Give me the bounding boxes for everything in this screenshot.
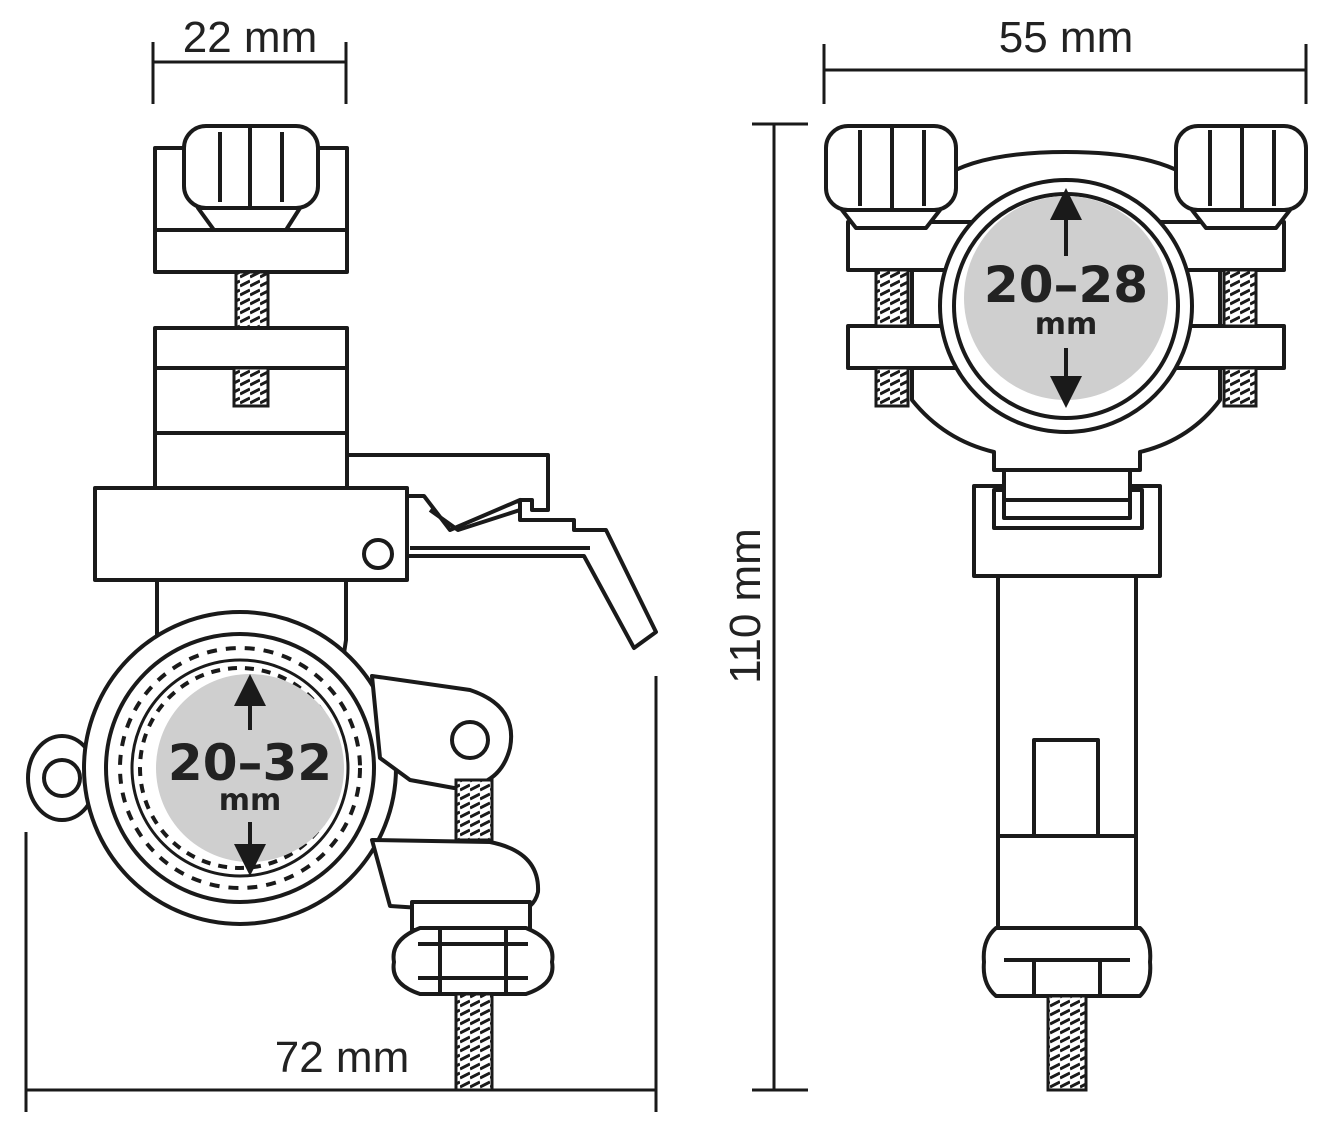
right-right-bolt-lower — [1222, 366, 1258, 408]
left-screw-thread-lower — [454, 992, 494, 1092]
bottom-knob — [391, 926, 555, 996]
left-range-disc — [156, 674, 344, 862]
right-range-value: 20–28 — [984, 256, 1148, 314]
right-stem — [996, 568, 1138, 932]
dimension-22mm: 22 mm — [151, 13, 348, 104]
right-bottom-nut — [981, 926, 1153, 998]
dim-label-22mm: 22 mm — [183, 13, 317, 62]
right-left-bolt-upper — [874, 268, 910, 328]
right-left-bolt-lower — [874, 366, 910, 408]
top-bracket — [153, 124, 349, 274]
dimension-110mm: 110 mm — [721, 122, 808, 1092]
right-range-unit: mm — [1035, 307, 1098, 342]
middle-block — [153, 326, 349, 490]
dim-label-72mm: 72 mm — [275, 1033, 409, 1082]
top-screw-thread — [234, 270, 270, 330]
left-range-value: 20–32 — [168, 734, 332, 792]
left-clamp-ring: 20–32 mm — [26, 610, 541, 926]
dimension-72mm: 72 mm — [24, 676, 658, 1112]
dim-label-55mm: 55 mm — [999, 13, 1133, 62]
left-view: 22 mm — [24, 13, 658, 1112]
left-screw-thread-upper — [454, 778, 494, 842]
right-right-bolt-upper — [1222, 268, 1258, 328]
right-clamp-body: 20–28 mm — [846, 150, 1286, 472]
dimension-55mm: 55 mm — [822, 13, 1308, 104]
right-right-knob — [1174, 124, 1308, 230]
right-left-knob — [824, 124, 958, 230]
release-lever — [405, 494, 658, 650]
right-view: 55 mm 110 mm — [721, 13, 1308, 1092]
left-range-unit: mm — [219, 783, 282, 818]
right-screw-thread — [1046, 994, 1088, 1092]
dim-label-110mm: 110 mm — [721, 528, 770, 684]
right-range-disc — [964, 196, 1168, 400]
